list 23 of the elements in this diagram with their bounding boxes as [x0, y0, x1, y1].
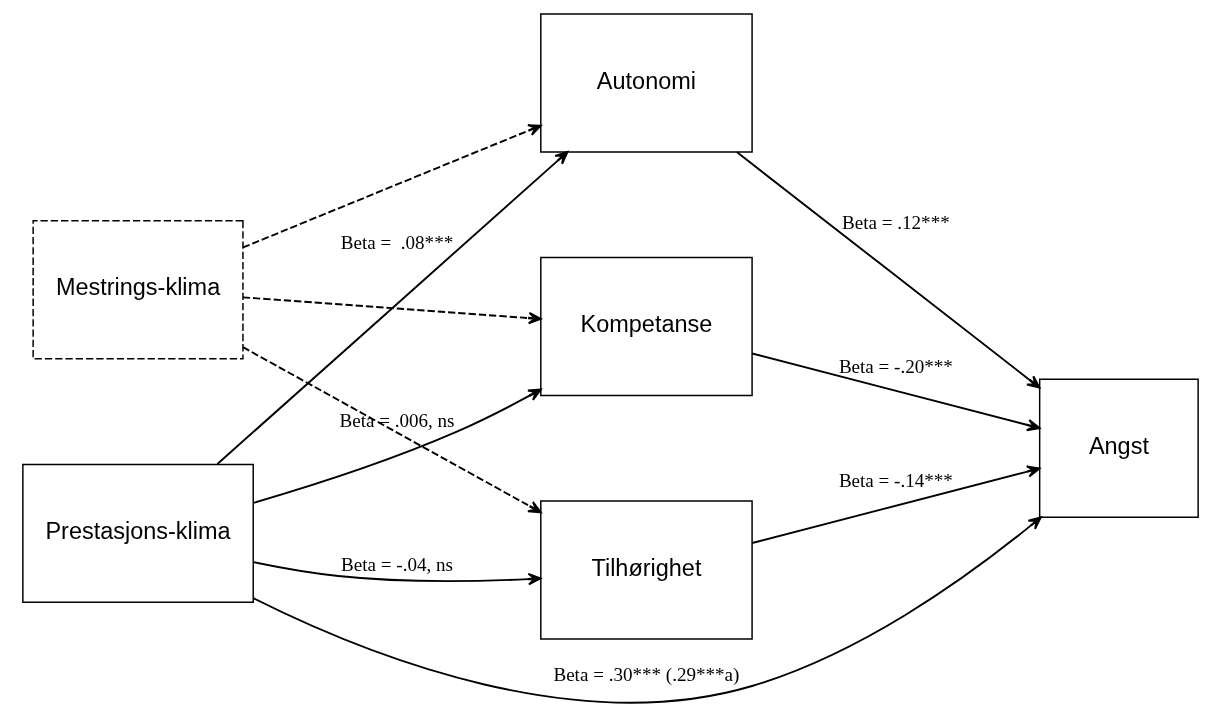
node-box: Angst: [1038, 378, 1199, 518]
arrow: [750, 352, 1040, 432]
arrow: [241, 296, 542, 325]
arrow: [241, 124, 542, 249]
arrow: [252, 561, 541, 586]
arrow: [241, 346, 542, 514]
edge-label: Beta = .12***: [841, 211, 950, 233]
edge-label: Beta = .006, ns: [338, 409, 455, 431]
arrow: [251, 516, 1042, 704]
node-box: Kompetanse: [539, 256, 753, 397]
arrow: [735, 151, 1040, 389]
edge-label: Beta = -.14***: [838, 470, 953, 492]
node-box: Autonomi: [539, 13, 753, 153]
edge-label: Beta = .08***: [340, 232, 453, 254]
arrow: [252, 388, 542, 504]
edge-label: Beta = -.20***: [838, 355, 953, 377]
node-box: Prestasjons-klima: [21, 463, 254, 604]
arrow: [215, 151, 568, 465]
arrow: [750, 465, 1040, 544]
edge-label: Beta = .30*** (.29***a): [552, 663, 739, 685]
edge-label: Beta = -.04, ns: [340, 553, 453, 575]
node-box: Mestrings-klima: [31, 220, 244, 360]
node-box: Tilhørighet: [539, 500, 753, 640]
